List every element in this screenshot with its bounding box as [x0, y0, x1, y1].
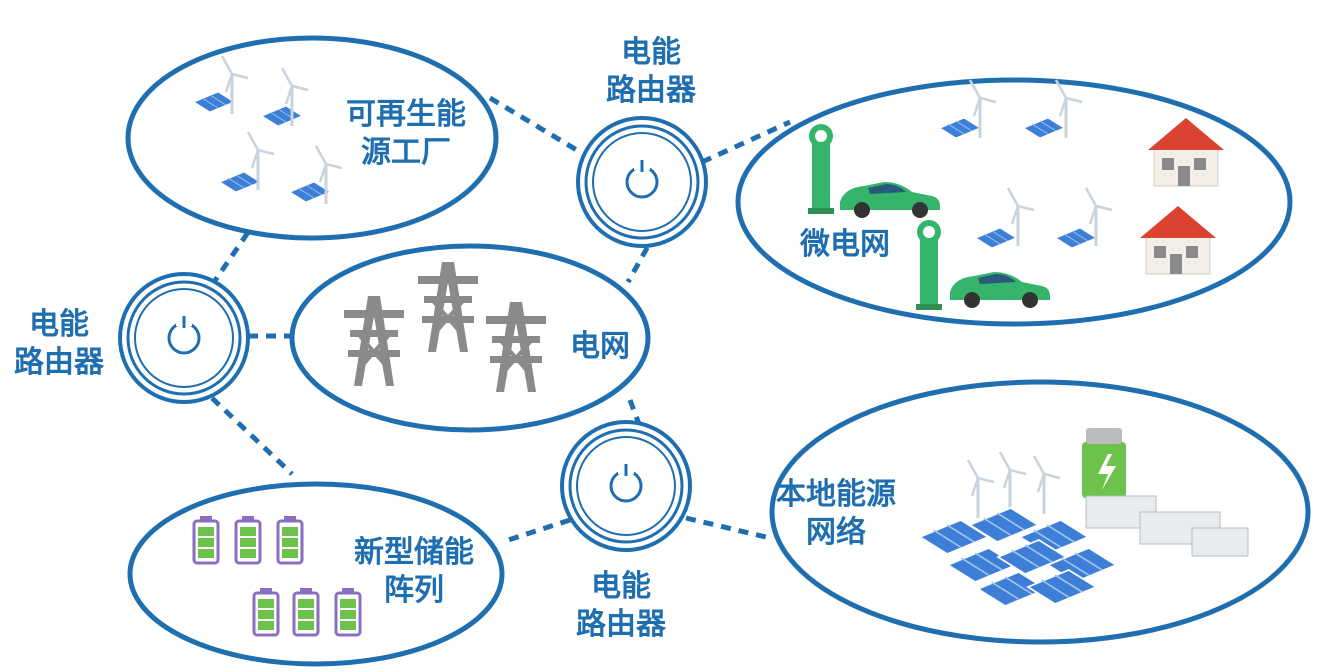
router-top — [576, 116, 708, 248]
battery-storage-icon — [1082, 428, 1126, 498]
storage-array-label: 新型储能 阵列 — [354, 534, 474, 610]
local-energy-ellipse — [769, 379, 1311, 645]
connector-bottom-router-storage — [501, 517, 571, 545]
power-icon — [625, 160, 659, 199]
container-icon — [1085, 495, 1249, 557]
connector-left-router-storage — [210, 396, 294, 476]
grid-label: 电网 — [570, 329, 630, 364]
power-icon — [609, 464, 643, 503]
router-top-label-line1: 电能 — [621, 35, 681, 70]
grid-ellipse — [289, 243, 651, 433]
router-top-label: 电能 路由器 — [606, 34, 696, 110]
connector-bottom-router-local — [685, 515, 771, 541]
router-left-label-line1: 电能 — [29, 307, 89, 342]
storage-array-label-line1: 新型储能 — [354, 535, 474, 570]
router-bottom-label: 电能 路由器 — [576, 568, 666, 644]
connector-renewable-left-router — [211, 216, 261, 284]
renewable-factory-label: 可再生能 源工厂 — [346, 96, 466, 172]
router-left — [118, 272, 250, 404]
connector-lines — [210, 95, 792, 545]
router-left-label: 电能 路由器 — [14, 306, 104, 382]
router-top-label-line2: 路由器 — [606, 73, 696, 108]
renewable-factory-label-line2: 源工厂 — [361, 135, 451, 170]
grid-node — [289, 243, 651, 433]
router-bottom-label-line1: 电能 — [591, 569, 651, 604]
renewable-factory-node — [125, 35, 499, 241]
router-bottom-label-line2: 路由器 — [576, 607, 666, 642]
local-energy-label-line1: 本地能源 — [776, 477, 896, 512]
local-energy-label-line2: 网络 — [806, 515, 866, 550]
microgrid-label: 微电网 — [800, 227, 890, 262]
connector-grid-bottom-router — [627, 399, 645, 433]
renewable-factory-label-line1: 可再生能 — [346, 97, 466, 132]
storage-array-label-line2: 阵列 — [384, 573, 444, 608]
storage-array-ellipse — [127, 481, 505, 667]
microgrid-node — [735, 77, 1293, 327]
power-icon — [167, 316, 201, 355]
local-energy-node — [769, 379, 1311, 645]
router-left-label-line2: 路由器 — [14, 345, 104, 380]
renewable-factory-ellipse — [125, 35, 499, 241]
connector-renewable-top-router — [488, 95, 592, 161]
storage-array-node — [127, 481, 505, 667]
router-bottom — [560, 420, 692, 552]
connector-top-router-microgrid — [700, 119, 792, 165]
local-energy-label: 本地能源 网络 — [776, 476, 896, 552]
